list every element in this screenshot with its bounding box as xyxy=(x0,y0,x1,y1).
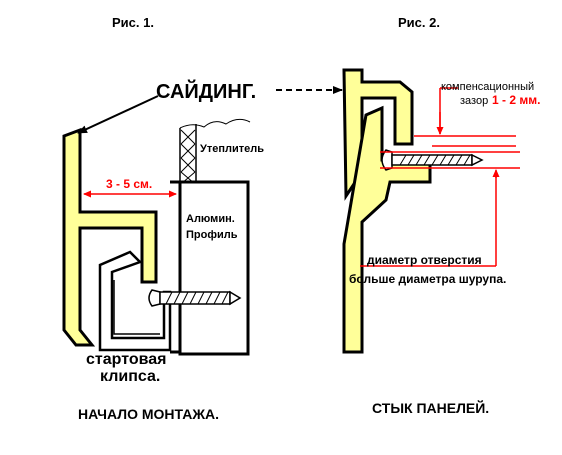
gap-label-fig2-line1: компенсационный xyxy=(441,81,534,93)
insulation-label: Утеплитель xyxy=(200,143,264,155)
fastening-screw-fig2 xyxy=(381,149,484,171)
fig1-caption: Рис. 1. xyxy=(112,15,154,30)
fastening-screw-fig1 xyxy=(148,289,242,307)
hole-dimension-fig2 xyxy=(360,151,520,267)
fig2-caption: Рис. 2. xyxy=(398,15,440,30)
aluminum-profile xyxy=(170,180,250,356)
fig1-title: НАЧАЛО МОНТАЖА. xyxy=(78,406,219,422)
siding-panel-fig1 xyxy=(62,127,158,347)
hole-label-line1: диаметр отверстия xyxy=(367,253,482,267)
clip-label-line2: клипса. xyxy=(100,368,160,385)
clip-label-line1: стартовая xyxy=(86,351,166,368)
profile-label-line1: Алюмин. xyxy=(186,213,235,225)
figure-2: Рис. 2. компенсационный зазор 1 - 2 мм. xyxy=(276,15,540,416)
starter-clip xyxy=(98,250,172,352)
gap-label-fig1: 3 - 5 см. xyxy=(106,177,152,191)
fig2-title: СТЫК ПАНЕЛЕЙ. xyxy=(372,399,489,416)
gap-value-fig2: 1 - 2 мм. xyxy=(492,93,540,107)
gap-label-fig2-prefix: зазор xyxy=(460,95,488,107)
gap-dimension-fig2 xyxy=(414,87,516,147)
profile-label-line2: Профиль xyxy=(186,229,238,241)
insulation-strip xyxy=(179,118,251,185)
hole-label-line2: больше диаметра шурупа. xyxy=(349,272,506,286)
siding-label: САЙДИНГ. xyxy=(156,79,256,103)
figure-1: Рис. 1. Утеплитель Алюмин. Профиль xyxy=(62,15,264,422)
